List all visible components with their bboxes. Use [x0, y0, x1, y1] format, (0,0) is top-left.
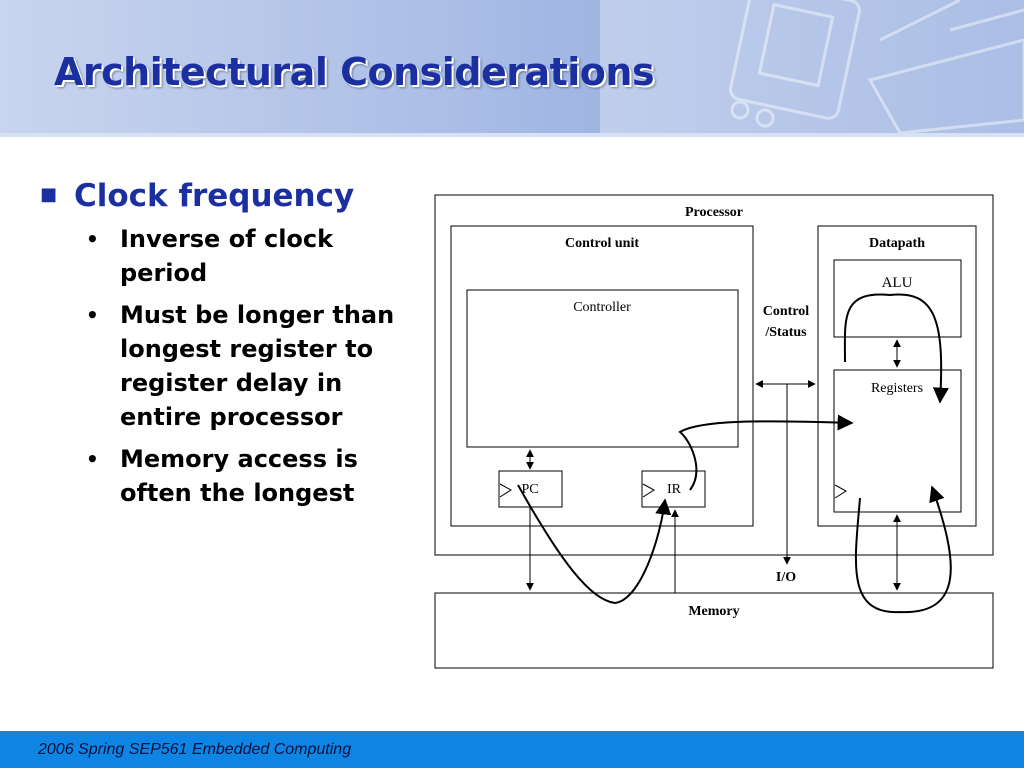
processor-diagram: Processor Control unit Controller Datapa… [434, 194, 994, 669]
header-banner: Architectural Considerations [0, 0, 1024, 133]
control-status-label-1: Control [763, 304, 810, 319]
bullet-list: ■ Clock frequency • Inverse of clock per… [40, 178, 420, 510]
processor-box [434, 194, 994, 556]
footer-text: 2006 Spring SEP561 Embedded Computing [38, 741, 352, 758]
sub-bullet: • Must be longer than longest register t… [86, 298, 420, 434]
alu-loop-path [843, 293, 949, 404]
dot-bullet-icon: • [86, 227, 99, 251]
io-label: I/O [776, 570, 796, 585]
memory-box [434, 592, 994, 669]
control-status-label-2: /Status [764, 325, 807, 340]
control-unit-box [450, 225, 754, 527]
dot-bullet-icon: • [86, 447, 99, 471]
sub-bullet-text: Memory access is often the longest [120, 445, 358, 507]
ir-box [641, 470, 706, 508]
footer-bar: 2006 Spring SEP561 Embedded Computing [0, 731, 1024, 768]
memory-label: Memory [688, 604, 739, 619]
datapath-box [817, 225, 977, 527]
sub-bullet-text: Inverse of clock period [120, 225, 334, 287]
registers-memory-loop-path [854, 485, 952, 614]
pc-clock-triangle [499, 483, 512, 498]
controller-label: Controller [573, 300, 631, 315]
pc-memory-ir-path [517, 484, 672, 605]
controller-box [466, 289, 739, 448]
square-bullet-icon: ■ [40, 184, 58, 205]
slide-title: Architectural Considerations [54, 50, 655, 94]
banner-device-graphic [600, 0, 1024, 133]
dot-bullet-icon: • [86, 303, 99, 327]
registers-label: Registers [871, 381, 923, 396]
sub-bullet: • Memory access is often the longest [86, 442, 420, 510]
processor-label: Processor [685, 205, 743, 220]
ir-label: IR [667, 482, 682, 497]
control-unit-label: Control unit [565, 236, 639, 251]
pc-label: PC [521, 482, 538, 497]
ir-registers-path [678, 414, 854, 491]
sub-bullet: • Inverse of clock period [86, 222, 420, 290]
alu-label: ALU [882, 275, 913, 291]
ir-clock-triangle [642, 483, 655, 498]
banner-divider [0, 133, 1024, 137]
sub-bullet-text: Must be longer than longest register to … [120, 301, 395, 431]
alu-box [833, 259, 962, 338]
registers-box [833, 369, 962, 513]
registers-clock-triangle [834, 484, 847, 499]
bullet-clock-frequency: ■ Clock frequency [40, 178, 420, 214]
datapath-label: Datapath [869, 236, 925, 251]
bullet-text: Clock frequency [74, 178, 355, 214]
